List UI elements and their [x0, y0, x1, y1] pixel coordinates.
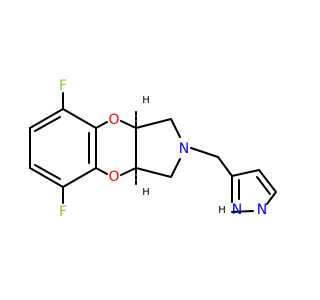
- molecule-structure: F F O O H H N H N N: [29, 78, 277, 220]
- bond-c5-c6: [29, 108, 64, 129]
- atom-h-bottom: H: [142, 187, 150, 198]
- bond-c7-c8-inner: [34, 164, 61, 180]
- bond-n-c1: [170, 158, 181, 178]
- molecule-canvas: F F O O H H N H N N: [29, 78, 277, 220]
- bond-c4a-o: [95, 121, 108, 129]
- bond-c1-c9a: [135, 167, 172, 178]
- atom-h-nh: H: [218, 205, 226, 216]
- bond-c4a-c5: [62, 108, 97, 129]
- atom-n-pyrazole: N: [257, 202, 267, 218]
- bond-o-c8a: [95, 167, 108, 175]
- bond-c3-n2: [266, 191, 277, 205]
- bond-ch2-pyrazole: [217, 156, 233, 177]
- bond-c4-c3: [258, 169, 277, 193]
- atom-h-top: H: [142, 95, 150, 106]
- bond-c3-n: [170, 118, 181, 138]
- bond-c8-c8a: [62, 167, 97, 188]
- bond-c5-c4: [231, 169, 260, 177]
- bond-n-ch2: [190, 147, 219, 158]
- bond-c4-c3-inner: [256, 176, 271, 195]
- bond-c7-c8: [29, 167, 64, 188]
- bond-c5-c6-inner: [34, 116, 61, 132]
- atom-o-bottom: O: [108, 169, 119, 185]
- atom-o-top: O: [108, 112, 119, 128]
- bond-c9a-o: [120, 167, 137, 176]
- atom-n-ring: N: [179, 141, 189, 157]
- bond-c3a-c3: [135, 118, 172, 129]
- bond-o-c3a: [120, 120, 137, 129]
- bond-n2-n1: [231, 210, 254, 213]
- atom-f-top: F: [59, 78, 67, 94]
- atom-nh-pyrazole: N: [232, 202, 242, 218]
- atom-f-bottom: F: [59, 204, 67, 220]
